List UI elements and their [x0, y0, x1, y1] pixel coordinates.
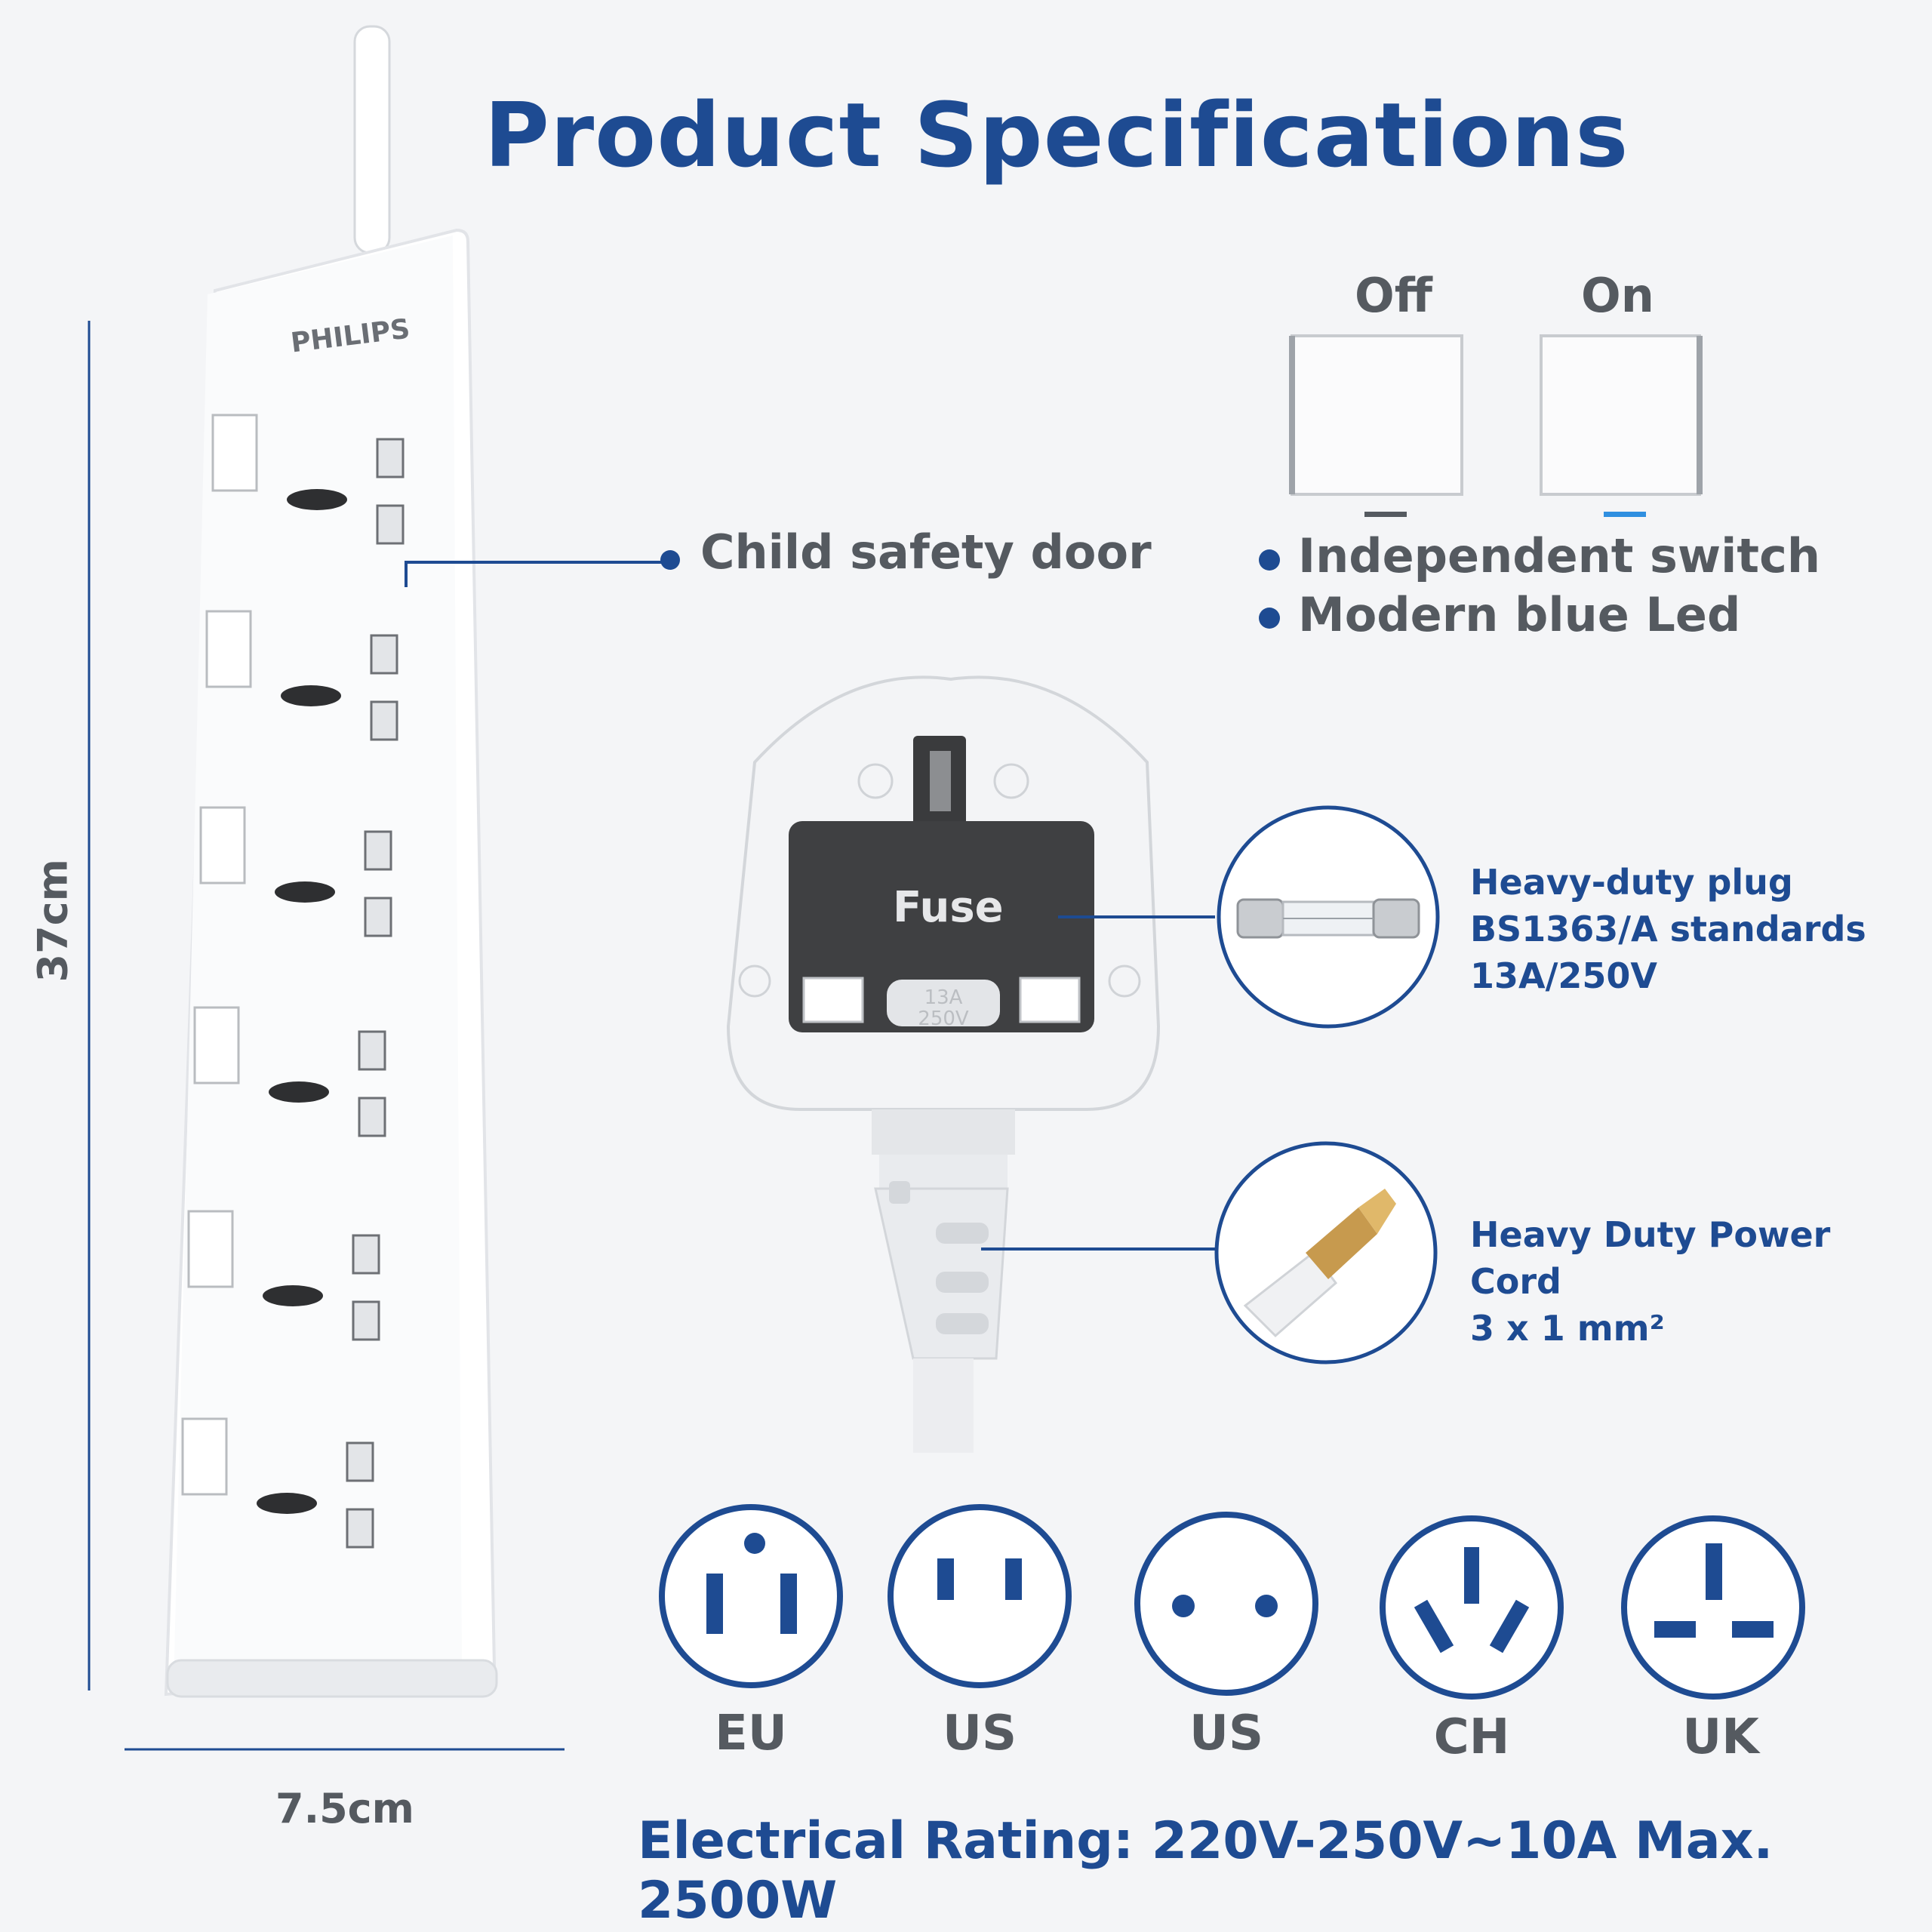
width-label: 7.5cm	[275, 1785, 414, 1832]
socket-switch[interactable]	[187, 1210, 234, 1288]
socket-switch[interactable]	[211, 414, 258, 492]
cord-spec-line: 3 x 1 mm²	[1470, 1308, 1665, 1349]
eu-plug-icon	[659, 1504, 843, 1688]
socket-round-hole	[257, 1493, 317, 1514]
page-title: Product Specifications	[484, 83, 1629, 187]
fuse-icon	[1236, 898, 1420, 939]
socket-slot	[370, 634, 398, 675]
top-cable	[353, 25, 391, 254]
switch-on-illustration	[1540, 334, 1703, 517]
switch-on-label: On	[1581, 268, 1654, 323]
bullet-icon	[1259, 608, 1280, 629]
child-safety-label: Child safety door	[700, 525, 1152, 580]
bullet-icon	[1259, 549, 1280, 571]
us-round-plug-icon	[1134, 1512, 1318, 1696]
cord-icon	[1243, 1189, 1396, 1338]
svg-text:250V: 250V	[918, 1008, 969, 1030]
cord-spec-line: Heavy Duty Power Cord	[1470, 1214, 1831, 1302]
socket-slot	[346, 1441, 374, 1482]
uk-plug-icon	[1621, 1515, 1805, 1700]
socket-type-label: CH	[1433, 1709, 1510, 1765]
socket-slot	[346, 1508, 374, 1549]
socket-switch[interactable]	[193, 1006, 240, 1084]
fuse-label: Fuse	[893, 883, 1004, 932]
socket-switch[interactable]	[199, 806, 246, 884]
socket-round-hole	[287, 489, 347, 510]
socket-round-hole	[263, 1285, 323, 1306]
socket-type-label: UK	[1682, 1709, 1759, 1765]
socket-slot	[364, 897, 392, 937]
socket-slot	[352, 1300, 380, 1341]
socket-slot	[358, 1097, 386, 1137]
switch-off-illustration	[1289, 334, 1463, 517]
independent-switch-label: Independent switch	[1298, 528, 1820, 583]
plug-spec: Heavy-duty plug BS1363/A standards 13A/2…	[1470, 859, 1866, 999]
svg-text:13A: 13A	[924, 986, 963, 1009]
blue-led-label: Modern blue Led	[1298, 587, 1741, 642]
socket-switch[interactable]	[205, 610, 252, 688]
plug-spec-line: BS1363/A standards	[1470, 909, 1866, 949]
socket-slot	[376, 504, 405, 545]
socket-round-hole	[275, 881, 335, 903]
plug-spec-line: Heavy-duty plug	[1470, 862, 1793, 903]
socket-type-label: US	[1189, 1706, 1264, 1761]
plug-spec-line: 13A/250V	[1470, 955, 1658, 996]
socket-slot	[370, 700, 398, 741]
us-plug-icon	[888, 1504, 1072, 1688]
electrical-rating: Electrical Rating: 220V-250V~10A Max. 25…	[638, 1811, 1774, 1930]
cord-spec: Heavy Duty Power Cord 3 x 1 mm²	[1470, 1211, 1932, 1352]
socket-slot	[358, 1030, 386, 1071]
socket-slot	[364, 830, 392, 871]
switch-off-label: Off	[1355, 268, 1432, 323]
uk-plug-illustration: 13A 250V	[726, 675, 1161, 1453]
socket-round-hole	[269, 1081, 329, 1103]
power-strip	[164, 228, 498, 1698]
socket-type-label: EU	[715, 1706, 787, 1761]
socket-type-label: US	[942, 1706, 1017, 1761]
socket-round-hole	[281, 685, 341, 706]
ch-plug-icon	[1380, 1515, 1564, 1700]
socket-switch[interactable]	[181, 1417, 228, 1496]
height-label: 37cm	[29, 859, 77, 983]
socket-slot	[352, 1234, 380, 1275]
socket-slot	[376, 438, 405, 478]
